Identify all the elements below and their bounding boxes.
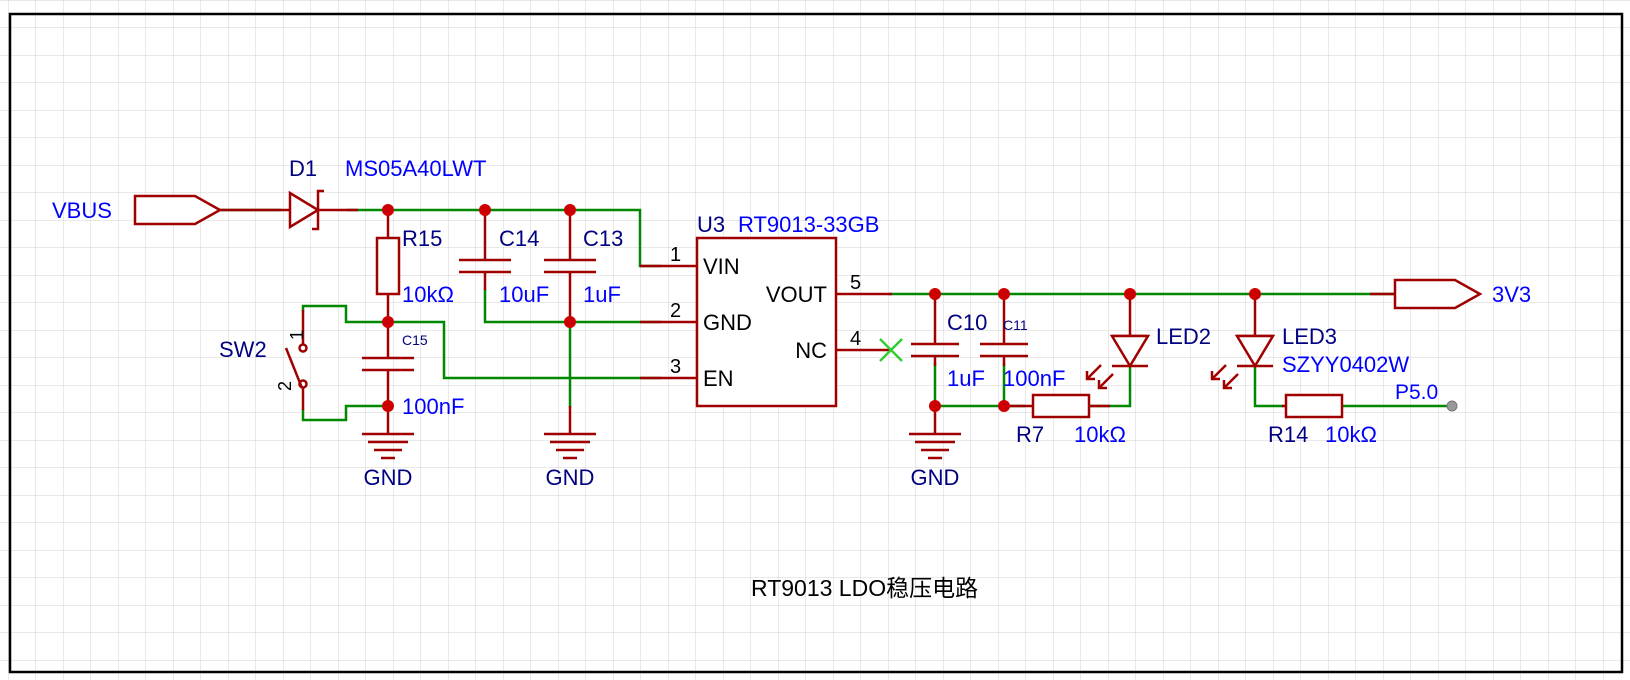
- c14-designator: C14: [499, 226, 539, 251]
- led3-designator: LED3: [1282, 324, 1337, 349]
- sheet-frame: [8, 12, 1624, 674]
- led2-designator: LED2: [1156, 324, 1211, 349]
- capacitor-c11[interactable]: [980, 294, 1028, 366]
- c11-designator: C11: [1003, 317, 1028, 333]
- u3-pin5-number: 5: [850, 272, 861, 294]
- switch-sw2[interactable]: [284, 310, 308, 410]
- gnd-label-2: GND: [546, 465, 595, 490]
- r15-designator: R15: [402, 226, 442, 251]
- junction-dot: [382, 400, 394, 412]
- wire-en: [386, 320, 662, 380]
- c13-value: 1uF: [583, 282, 621, 307]
- no-connect-x: [879, 338, 903, 362]
- port-label-vbus: VBUS: [52, 198, 112, 223]
- r7-value: 10kΩ: [1074, 422, 1126, 447]
- r7-designator: R7: [1016, 422, 1044, 447]
- u3-pin-en: EN: [703, 366, 734, 391]
- u3-pin1-number: 1: [670, 244, 681, 266]
- u3-pin-nc: NC: [795, 338, 827, 363]
- wire-gnd-bus: [483, 288, 662, 324]
- net-terminal-p50[interactable]: [1446, 400, 1458, 412]
- junction-dot: [929, 400, 941, 412]
- junction-dot: [998, 288, 1010, 300]
- junctions: [382, 204, 1261, 412]
- sheet-title: RT9013 LDO稳压电路: [751, 575, 978, 601]
- led3-part: SZYY0402W: [1282, 352, 1409, 377]
- junction-dot: [479, 204, 491, 216]
- c10-value: 1uF: [947, 366, 985, 391]
- wire-led3-r14: [1253, 364, 1284, 408]
- vbus-port[interactable]: [133, 194, 223, 226]
- gnd-label-1: GND: [364, 465, 413, 490]
- r14-designator: R14: [1268, 422, 1308, 447]
- r15-value: 10kΩ: [402, 282, 454, 307]
- u3-part: RT9013-33GB: [738, 212, 879, 237]
- wire-sw-top: [301, 304, 390, 324]
- junction-dot: [382, 316, 394, 328]
- regulator-u3[interactable]: [640, 236, 892, 408]
- junction-dot: [564, 204, 576, 216]
- led-led2[interactable]: [1085, 294, 1151, 390]
- port-label-3v3: 3V3: [1492, 282, 1531, 307]
- u3-pin3-number: 3: [670, 356, 681, 378]
- sw2-designator: SW2: [219, 337, 267, 362]
- resistor-r7[interactable]: [1004, 393, 1110, 419]
- c11-value: 100nF: [1003, 366, 1065, 391]
- u3-pin-vout: VOUT: [766, 282, 827, 307]
- capacitor-c10[interactable]: [911, 294, 959, 366]
- junction-dot: [1124, 288, 1136, 300]
- c13-designator: C13: [583, 226, 623, 251]
- u3-designator: U3: [697, 212, 725, 237]
- capacitor-c14[interactable]: [459, 210, 511, 290]
- c14-value: 10uF: [499, 282, 549, 307]
- capacitor-c13[interactable]: [544, 210, 596, 322]
- diode-d1[interactable]: [248, 189, 358, 231]
- gnd-label-3: GND: [911, 465, 960, 490]
- gnd-symbol-2: [544, 406, 596, 460]
- u3-pin2-number: 2: [670, 300, 681, 322]
- junction-dot: [564, 316, 576, 328]
- wire-sw-bottom: [301, 404, 390, 422]
- sw2-pin2: 2: [275, 381, 295, 391]
- junction-dot: [929, 288, 941, 300]
- net-label-p50: P5.0: [1395, 381, 1438, 404]
- components: [133, 189, 1483, 460]
- r14-value: 10kΩ: [1325, 422, 1377, 447]
- u3-pin-gnd: GND: [703, 310, 752, 335]
- junction-dot: [998, 400, 1010, 412]
- diode-designator: D1: [289, 156, 317, 181]
- u3-pin-vin: VIN: [703, 254, 740, 279]
- c10-designator: C10: [947, 310, 987, 335]
- port-3v3[interactable]: [1370, 278, 1483, 310]
- sw2-pin1: 1: [287, 330, 307, 340]
- c15-value: 100nF: [402, 394, 464, 419]
- u3-pin4-number: 4: [850, 328, 861, 350]
- led-led3[interactable]: [1210, 294, 1276, 390]
- junction-dot: [1249, 288, 1261, 300]
- gnd-symbol-1: [362, 406, 414, 460]
- diode-part: MS05A40LWT: [345, 156, 486, 181]
- c15-designator: C15: [402, 332, 428, 348]
- resistor-r14[interactable]: [1282, 393, 1344, 419]
- junction-dot: [382, 204, 394, 216]
- gnd-symbol-3: [909, 406, 961, 460]
